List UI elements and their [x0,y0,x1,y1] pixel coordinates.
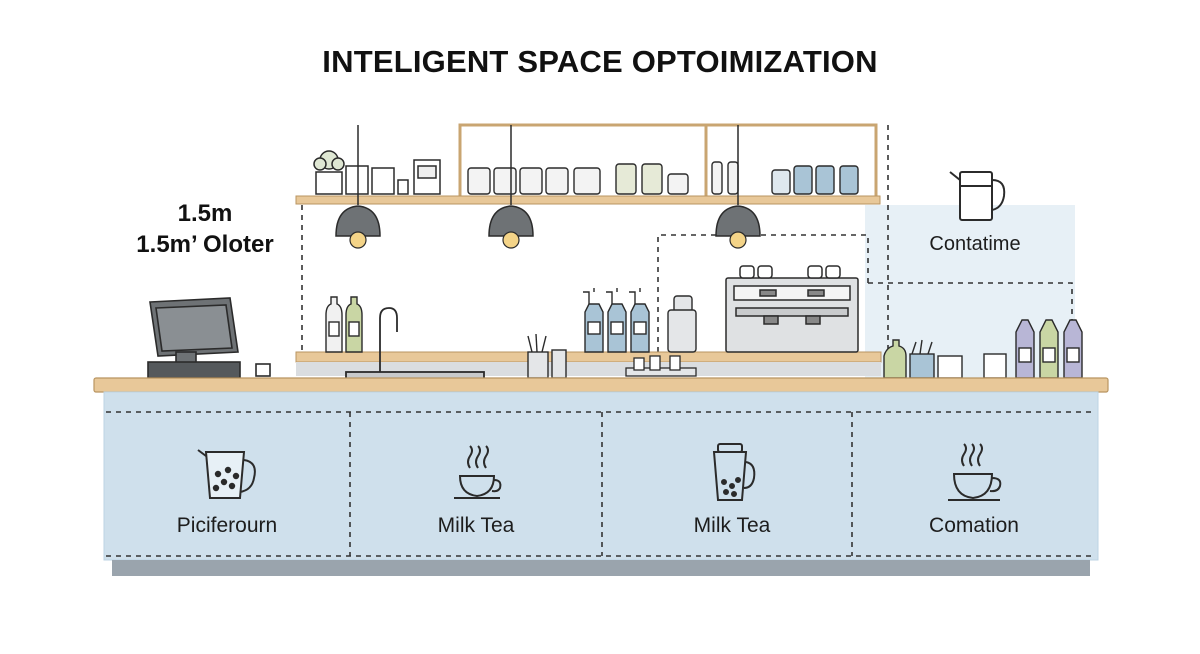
utensil-cups [527,333,567,379]
shelf-jars [467,161,859,195]
back-ledge [295,351,882,363]
page-title: INTELIGENT SPACE OPTOIMIZATION [322,44,878,79]
pump-dispensers [583,288,650,353]
shelf-plant-and-boxes [313,150,441,195]
counter-items-right [883,319,1083,379]
dashed-zone-outlines [301,125,1073,352]
dimension-line-2: 1.5m’ Oloter [136,231,274,258]
pos-terminal [147,297,271,379]
zone-label-3: Milk Tea [693,514,771,537]
small-cups [625,355,697,377]
boba-cup-icon [712,443,756,501]
wall-shelf-board [295,195,881,205]
cabinet-zone-dividers [106,411,1096,557]
pendant-lamps [335,125,761,249]
counter-plinth [112,560,1090,576]
grinder [667,295,697,353]
zone-label-2: Milk Tea [437,514,515,537]
dimension-label: 1.5m 1.5m’ Oloter [110,198,300,260]
syrup-bottles-left [325,296,363,353]
steaming-cup-icon [948,443,1002,501]
counter-cabinet [103,391,1099,561]
zone-label-4: Comation [929,514,1019,537]
espresso-machine [725,265,859,353]
teapot-icon [197,449,256,499]
steaming-cup-icon [454,445,502,499]
dimension-line-1: 1.5m [177,200,233,227]
zone-label-1: Piciferourn [176,514,278,537]
storage-zone-label: Contatime [929,233,1021,255]
kettle-icon [949,171,1006,221]
counter-top [93,377,1109,393]
